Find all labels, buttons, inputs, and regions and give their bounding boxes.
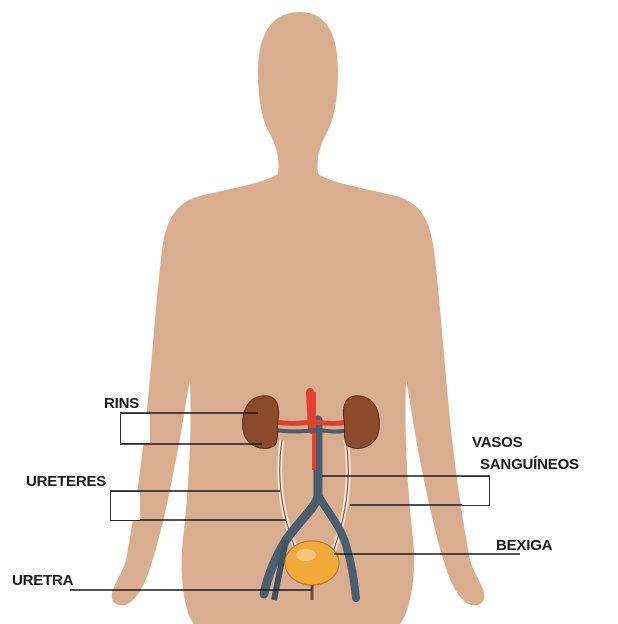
ureteres-answer-box[interactable] xyxy=(110,491,140,521)
label-rins: RINS xyxy=(104,395,139,412)
left-kidney xyxy=(243,396,279,449)
label-ureteres: URETERES xyxy=(26,473,106,490)
human-body-silhouette xyxy=(112,12,485,624)
label-bexiga: BEXIGA xyxy=(496,537,552,554)
bladder xyxy=(285,541,339,585)
label-uretra: URETRA xyxy=(12,572,73,589)
label-vasos: VASOS xyxy=(472,434,522,451)
right-kidney xyxy=(343,396,379,449)
label-sanguineos: SANGUÍNEOS xyxy=(480,456,579,473)
rins-answer-box[interactable] xyxy=(120,413,150,444)
bladder-highlight xyxy=(296,549,316,561)
left-renal-artery xyxy=(274,422,312,424)
right-renal-artery xyxy=(316,422,348,424)
left-renal-vein xyxy=(276,430,316,432)
vasos-answer-box[interactable] xyxy=(462,476,490,506)
